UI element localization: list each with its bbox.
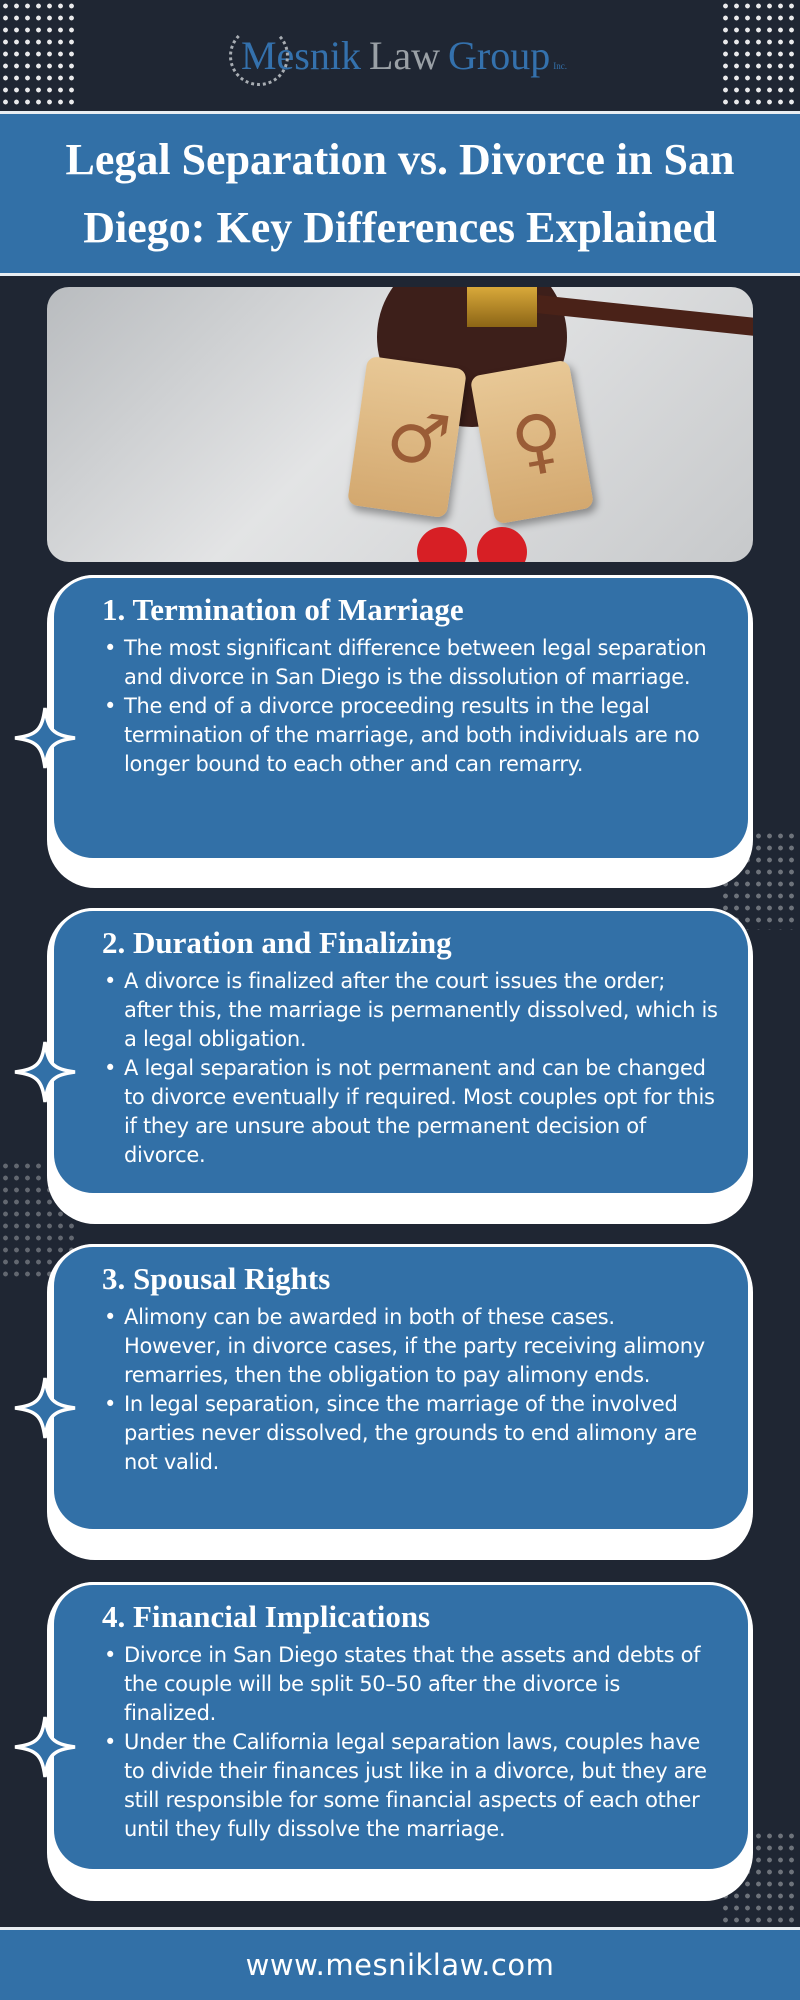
bullet-list: A divorce is finalized after the court i… — [104, 967, 718, 1170]
card-body: 2. Duration and Finalizing A divorce is … — [51, 908, 751, 1196]
bullet-item: Under the California legal separation la… — [104, 1728, 718, 1844]
bullet-list: Divorce in San Diego states that the ass… — [104, 1641, 718, 1844]
female-figure-tile: ♀ — [469, 359, 595, 525]
section-heading: 4. Financial Implications — [102, 1599, 431, 1634]
bullet-item: A divorce is finalized after the court i… — [104, 967, 718, 1054]
section-heading: 1. Termination of Marriage — [102, 592, 464, 627]
section-heading: 3. Spousal Rights — [102, 1261, 331, 1296]
decorative-dots — [720, 0, 800, 110]
card-body: 1. Termination of Marriage The most sign… — [51, 575, 751, 861]
bullet-item: A legal separation is not permanent and … — [104, 1054, 718, 1170]
card-body: 4. Financial Implications Divorce in San… — [51, 1582, 751, 1872]
broken-heart-icon — [417, 527, 467, 562]
sparkle-icon — [14, 707, 76, 769]
sparkle-icon — [14, 1041, 76, 1103]
bullet-item: In legal separation, since the marriage … — [104, 1390, 718, 1477]
brand-name-2: Law — [368, 32, 441, 78]
page-title: Legal Separation vs. Divorce in San Dieg… — [65, 134, 735, 252]
website-link[interactable]: www.mesniklaw.com — [245, 1948, 555, 1982]
hero-image: ♂ ♀ — [47, 287, 753, 562]
sparkle-icon — [14, 1377, 76, 1439]
header: Mesnik Law Group Inc. — [0, 0, 800, 110]
gavel-handle — [536, 295, 753, 337]
bullet-item: The most significant difference between … — [104, 634, 718, 692]
bullet-item: Alimony can be awarded in both of these … — [104, 1303, 718, 1390]
sparkle-icon — [14, 1716, 76, 1778]
brand-logo[interactable]: Mesnik Law Group Inc. — [228, 25, 568, 86]
section-heading: 2. Duration and Finalizing — [102, 925, 452, 960]
title-band: Legal Separation vs. Divorce in San Dieg… — [0, 111, 800, 276]
brand-suffix: Inc. — [553, 60, 568, 71]
broken-heart-icon — [477, 527, 527, 562]
male-figure-tile: ♂ — [347, 355, 467, 519]
wreath-icon — [228, 25, 289, 86]
bullet-list: The most significant difference between … — [104, 634, 718, 779]
gavel-icon — [467, 287, 537, 327]
footer: www.mesniklaw.com — [0, 1927, 800, 2000]
decorative-dots — [0, 0, 80, 110]
bullet-list: Alimony can be awarded in both of these … — [104, 1303, 718, 1477]
card-body: 3. Spousal Rights Alimony can be awarded… — [51, 1244, 751, 1532]
bullet-item: The end of a divorce proceeding results … — [104, 692, 718, 779]
bullet-item: Divorce in San Diego states that the ass… — [104, 1641, 718, 1728]
brand-name-3: Group — [448, 32, 551, 78]
